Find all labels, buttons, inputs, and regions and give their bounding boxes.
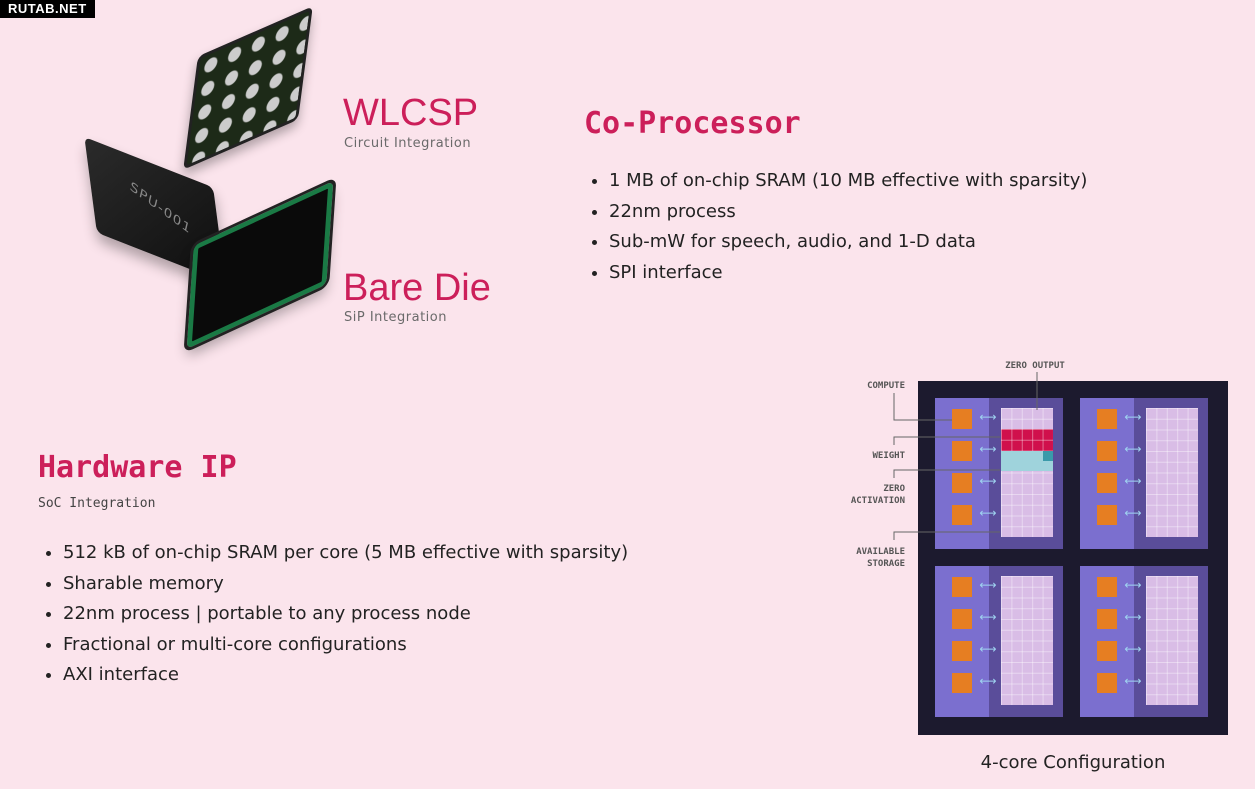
compute-unit xyxy=(952,473,972,493)
weight-block xyxy=(1001,429,1053,451)
wlcsp-subtitle: Circuit Integration xyxy=(344,136,472,151)
compute-unit xyxy=(1097,641,1117,661)
label-weight: WEIGHT xyxy=(872,451,905,461)
compute-unit xyxy=(952,441,972,461)
bare-die-subtitle: SiP Integration xyxy=(344,310,447,325)
compute-unit xyxy=(1097,577,1117,597)
zero-activation-cell xyxy=(1043,451,1053,461)
label-available-storage: AVAILABLE STORAGE xyxy=(856,547,905,569)
arrow-icon: ⟷ xyxy=(1124,642,1142,656)
compute-unit xyxy=(952,409,972,429)
feature-item: 1 MB of on-chip SRAM (10 MB effective wi… xyxy=(609,166,1087,197)
core: ⟷ ⟷ ⟷ ⟷ xyxy=(935,566,1063,717)
core: ⟷ ⟷ ⟷ ⟷ xyxy=(935,398,1063,549)
bare-die-title: Bare Die xyxy=(343,267,491,309)
memory-grid xyxy=(1146,576,1198,705)
arrow-icon: ⟷ xyxy=(1124,442,1142,456)
compute-unit xyxy=(1097,441,1117,461)
compute-unit xyxy=(952,641,972,661)
compute-unit xyxy=(1097,609,1117,629)
compute-unit xyxy=(952,609,972,629)
memory-grid xyxy=(1001,408,1053,537)
compute-unit xyxy=(952,673,972,693)
label-compute: COMPUTE xyxy=(867,381,905,391)
hardware-ip-subtitle: SoC Integration xyxy=(38,496,156,511)
arrow-icon: ⟷ xyxy=(979,610,997,624)
coprocessor-features: 1 MB of on-chip SRAM (10 MB effective wi… xyxy=(585,166,1087,288)
arrow-icon: ⟷ xyxy=(1124,474,1142,488)
feature-item: AXI interface xyxy=(63,660,628,691)
arrow-icon: ⟷ xyxy=(979,410,997,424)
arrow-icon: ⟷ xyxy=(1124,674,1142,688)
feature-item: SPI interface xyxy=(609,258,1087,289)
memory-grid xyxy=(1001,576,1053,705)
compute-unit xyxy=(1097,409,1117,429)
arrow-icon: ⟷ xyxy=(1124,410,1142,424)
four-core-diagram: ⟷ ⟷ ⟷ ⟷ ⟷ ⟷ ⟷ ⟷ ⟷ ⟷ ⟷ ⟷ ⟷ ⟷ ⟷ ⟷ xyxy=(918,381,1228,735)
core: ⟷ ⟷ ⟷ ⟷ xyxy=(1080,398,1208,549)
arrow-icon: ⟷ xyxy=(1124,578,1142,592)
compute-unit xyxy=(1097,473,1117,493)
label-zero-output: ZERO OUTPUT xyxy=(1005,361,1065,371)
core: ⟷ ⟷ ⟷ ⟷ xyxy=(1080,566,1208,717)
arrow-icon: ⟷ xyxy=(979,506,997,520)
diagram-caption: 4-core Configuration xyxy=(980,752,1166,773)
coprocessor-title: Co-Processor xyxy=(584,106,801,141)
activation-block xyxy=(1001,451,1053,471)
arrow-icon: ⟷ xyxy=(1124,506,1142,520)
memory-grid xyxy=(1146,408,1198,537)
label-zero-activation: ZERO ACTIVATION xyxy=(850,484,905,506)
compute-unit xyxy=(952,577,972,597)
hardware-ip-features: 512 kB of on-chip SRAM per core (5 MB ef… xyxy=(39,538,628,691)
arrow-icon: ⟷ xyxy=(979,474,997,488)
wlcsp-title: WLCSP xyxy=(343,92,479,134)
arrow-icon: ⟷ xyxy=(979,442,997,456)
feature-item: 22nm process | portable to any process n… xyxy=(63,599,628,630)
arrow-icon: ⟷ xyxy=(979,674,997,688)
compute-unit xyxy=(1097,673,1117,693)
watermark: RUTAB.NET xyxy=(0,0,95,18)
hardware-ip-title: Hardware IP xyxy=(38,450,237,485)
arrow-icon: ⟷ xyxy=(1124,610,1142,624)
feature-item: Fractional or multi-core configurations xyxy=(63,630,628,661)
arrow-icon: ⟷ xyxy=(979,578,997,592)
feature-item: 512 kB of on-chip SRAM per core (5 MB ef… xyxy=(63,538,628,569)
feature-item: 22nm process xyxy=(609,197,1087,228)
compute-unit xyxy=(952,505,972,525)
compute-unit xyxy=(1097,505,1117,525)
feature-item: Sub-mW for speech, audio, and 1-D data xyxy=(609,227,1087,258)
arrow-icon: ⟷ xyxy=(979,642,997,656)
feature-item: Sharable memory xyxy=(63,569,628,600)
